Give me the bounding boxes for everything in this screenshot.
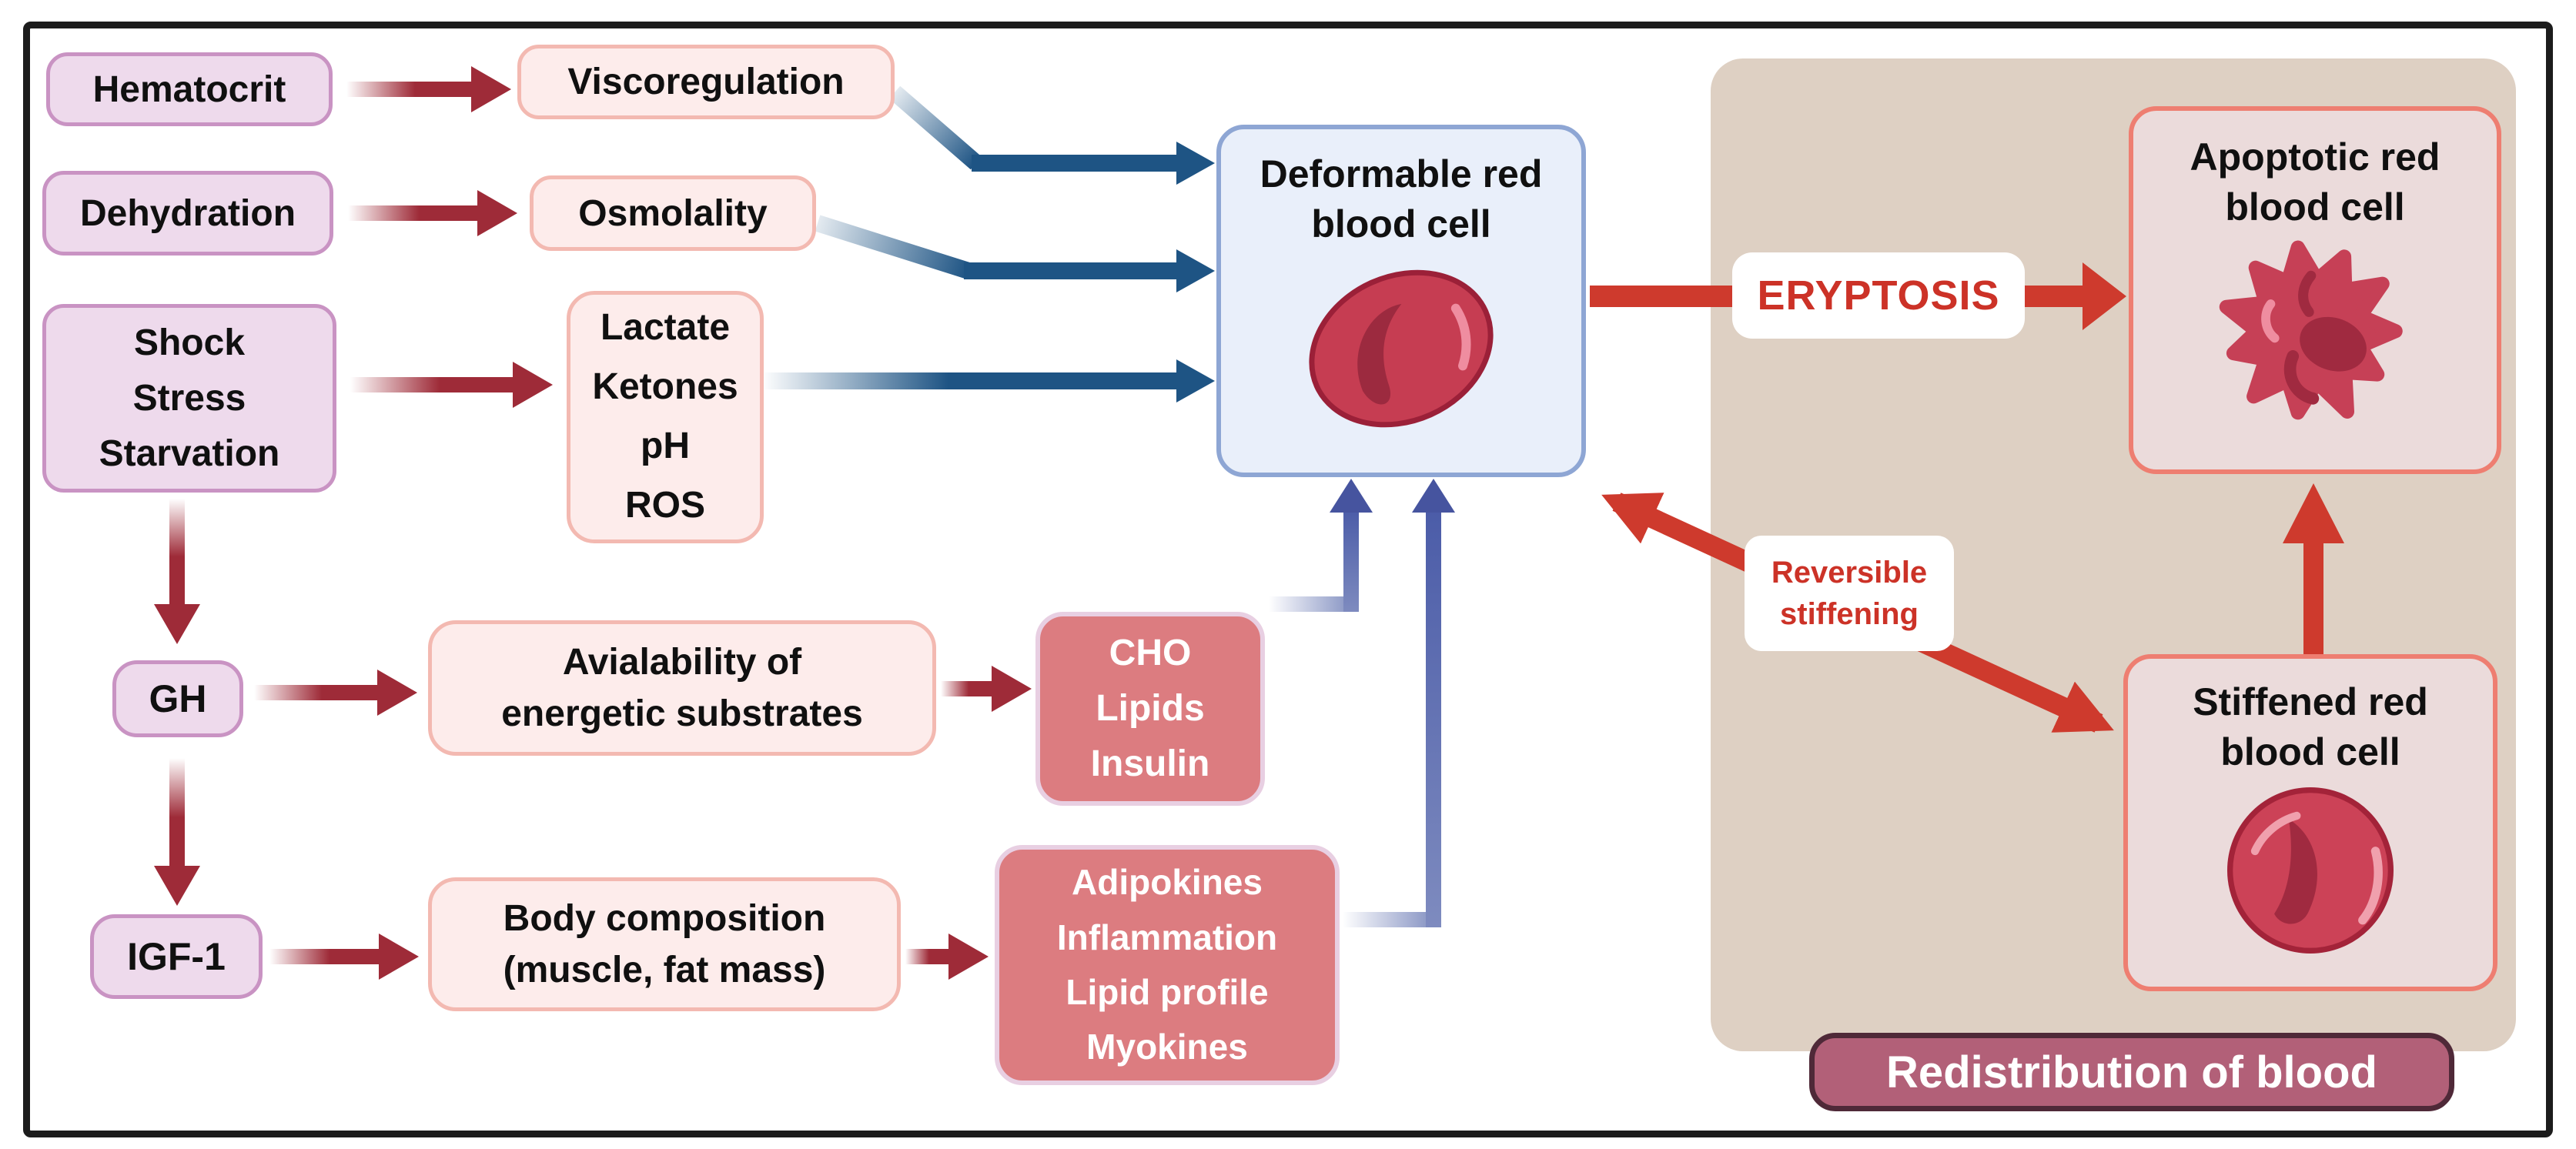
stiffened-rbc-icon <box>2227 787 2394 954</box>
node-igf1: IGF-1 <box>90 914 263 999</box>
arrow-body-composition-to-adipokines <box>905 934 989 980</box>
node-viscoregulation: Viscoregulation <box>517 45 895 119</box>
node-label: IGF-1 <box>127 934 226 978</box>
node-line: Stiffened red <box>2193 680 2428 723</box>
node-line: Body composition <box>503 897 826 939</box>
arrow-osmolality-to-deformable <box>815 215 1215 292</box>
node-shock-stress-starvation: Shock Stress Starvation <box>42 304 336 493</box>
node-line: Lipids <box>1096 688 1205 729</box>
node-deformable-rbc: Deformable red blood cell <box>1216 125 1586 477</box>
node-line: Shock <box>133 322 246 363</box>
node-body-composition: Body composition (muscle, fat mass) <box>428 877 901 1011</box>
arrow-gh-to-availability <box>254 670 417 716</box>
node-label: GH <box>149 676 207 720</box>
eryptosis-label: ERYPTOSIS <box>1732 252 2025 339</box>
label-line: stiffening <box>1780 597 1919 631</box>
node-line: Myokines <box>1086 1027 1248 1067</box>
label-text: ERYPTOSIS <box>1757 272 2000 319</box>
arrow-viscoregulation-to-deformable <box>888 85 1215 185</box>
node-cho-lipids-insulin: CHO Lipids Insulin <box>1035 612 1265 806</box>
node-line: Starvation <box>99 433 280 474</box>
arrow-hematocrit-to-viscoregulation <box>346 66 511 112</box>
node-line: Inflammation <box>1056 917 1278 957</box>
node-line: blood cell <box>1311 202 1491 245</box>
node-line: Avialability of <box>562 641 802 683</box>
node-label: Osmolality <box>578 192 768 234</box>
apoptotic-rbc-icon <box>2219 240 2403 420</box>
node-metabolites: Lactate Ketones pH ROS <box>567 291 764 543</box>
node-line: energetic substrates <box>501 693 863 734</box>
node-label: Viscoregulation <box>567 62 845 102</box>
node-line: Adipokines <box>1072 862 1263 903</box>
node-dehydration: Dehydration <box>42 171 333 256</box>
node-line: blood cell <box>2225 185 2405 229</box>
node-line: Insulin <box>1090 743 1210 784</box>
node-line: (muscle, fat mass) <box>503 950 826 990</box>
node-stiffened-rbc: Stiffened red blood cell <box>2123 654 2497 991</box>
arrow-cho-to-deformable <box>1269 479 1373 612</box>
redistribution-of-blood-label: Redistribution of blood <box>1809 1033 2454 1111</box>
node-line: Lactate <box>600 307 731 349</box>
node-gh: GH <box>112 660 243 737</box>
node-line: CHO <box>1109 633 1192 673</box>
node-line: blood cell <box>2220 730 2400 773</box>
arrow-availability-to-cho <box>941 666 1032 712</box>
arrow-gh-to-igf1 <box>154 758 200 906</box>
arrow-stiffened-to-apoptotic <box>2283 483 2344 654</box>
node-apoptotic-rbc: Apoptotic red blood cell <box>2129 106 2501 474</box>
deformable-rbc-icon <box>1309 269 1494 428</box>
label-line: Reversible <box>1771 556 1928 590</box>
node-adipokines: Adipokines Inflammation Lipid profile My… <box>995 845 1340 1085</box>
node-label: Hematocrit <box>92 68 286 110</box>
node-line: Ketones <box>592 366 738 408</box>
node-hematocrit: Hematocrit <box>46 52 333 126</box>
label-text: Redistribution of blood <box>1886 1047 2377 1097</box>
arrow-igf1-to-body-composition <box>269 934 419 980</box>
arrow-shock-to-gh <box>154 499 200 644</box>
arrow-shock-to-metabolites <box>350 362 553 408</box>
node-availability: Avialability of energetic substrates <box>428 620 936 756</box>
node-label: Dehydration <box>79 192 296 234</box>
node-line: pH <box>641 426 690 466</box>
arrow-metabolites-to-deformable <box>762 359 1215 402</box>
reversible-stiffening-label: Reversible stiffening <box>1745 536 1954 651</box>
arrow-dehydration-to-osmolality <box>348 190 517 236</box>
node-line: Apoptotic red <box>2190 135 2441 179</box>
node-line: Deformable red <box>1260 152 1543 195</box>
node-line: Stress <box>132 377 246 419</box>
arrow-adipokines-to-deformable <box>1343 479 1455 927</box>
node-osmolality: Osmolality <box>530 175 816 251</box>
node-line: ROS <box>624 484 705 526</box>
node-line: Lipid profile <box>1066 972 1269 1012</box>
